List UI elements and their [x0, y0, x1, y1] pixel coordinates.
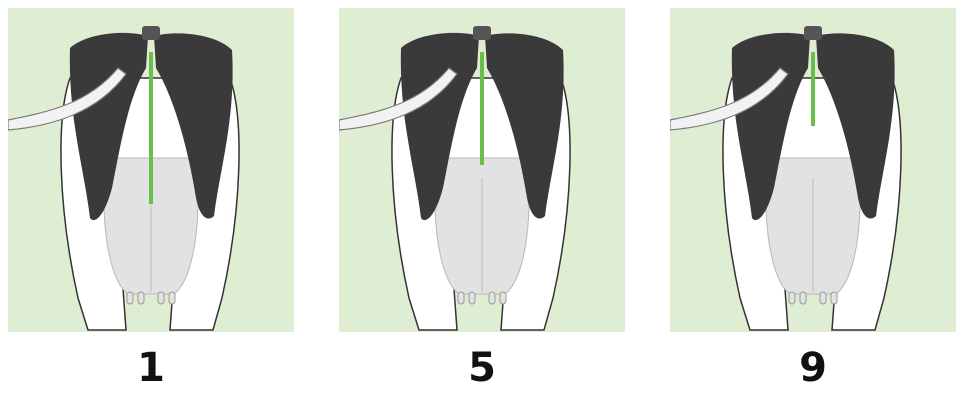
- score-label-5: 5: [339, 344, 625, 392]
- cow-rear-illustration: [8, 8, 294, 332]
- teat: [800, 292, 806, 304]
- score-label-1: 1: [8, 344, 294, 392]
- teat: [789, 292, 795, 304]
- cow-rear-illustration: [670, 8, 956, 332]
- teat: [500, 292, 506, 304]
- udder-diagram-panel-1: [8, 8, 294, 332]
- teat: [489, 292, 495, 304]
- tail-head: [473, 26, 491, 40]
- teat: [127, 292, 133, 304]
- teat: [820, 292, 826, 304]
- tail-head: [804, 26, 822, 40]
- cow-rear-illustration: [339, 8, 625, 332]
- udder-diagram-panel-5: [339, 8, 625, 332]
- teat: [458, 292, 464, 304]
- teat: [138, 292, 144, 304]
- teat: [469, 292, 475, 304]
- teat: [169, 292, 175, 304]
- udder-diagram-panel-9: [670, 8, 956, 332]
- teat: [158, 292, 164, 304]
- tail-head: [142, 26, 160, 40]
- teat: [831, 292, 837, 304]
- score-label-9: 9: [670, 344, 956, 392]
